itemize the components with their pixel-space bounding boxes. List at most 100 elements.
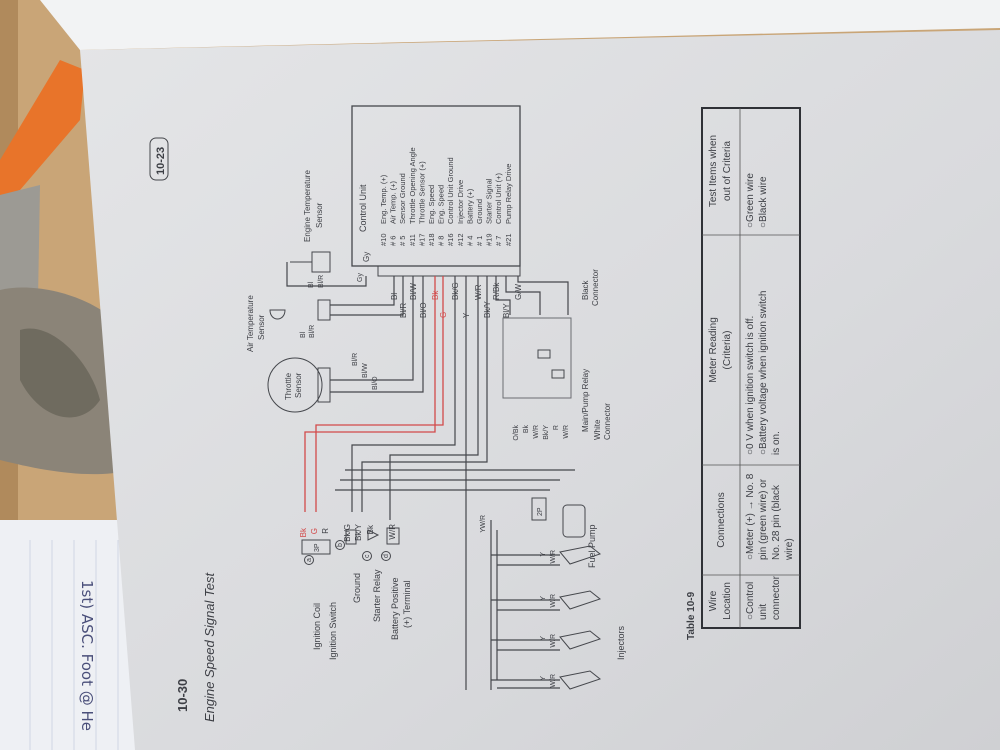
relay-wire-label: W/R <box>533 425 540 439</box>
throttle-sensor <box>267 357 323 413</box>
pin-name: Starter Signal <box>485 178 494 224</box>
injector-wire-label: W/R <box>550 634 557 648</box>
fuel-pump-2p-label: 2P <box>537 507 544 516</box>
callout-letter: d <box>383 554 390 558</box>
black-connector-label-1: Black <box>581 279 590 300</box>
label-starter-relay: Starter Relay <box>372 569 382 622</box>
pin-name: Pump Relay Drive <box>504 164 513 224</box>
pin-number: #18 <box>427 233 436 246</box>
injector-wire-label: W/R <box>550 550 557 564</box>
pin-number: #16 <box>446 233 455 246</box>
wire-bl-o <box>330 276 424 393</box>
left-wire-label: G <box>310 528 319 534</box>
pin-name: Eng. Speed <box>437 185 446 224</box>
table-cell: No. 28 pin (black <box>771 484 782 560</box>
table-cell: pin (green wire) or <box>758 478 769 560</box>
wire-w-r <box>389 276 479 520</box>
wire-label: Gy <box>362 252 371 262</box>
wiring <box>286 262 575 690</box>
sensor-wire-label: Bl/R <box>318 275 325 288</box>
control-unit-title: Control Unit <box>358 184 368 232</box>
label-battery-positive: Battery Positive <box>390 577 400 640</box>
air-temp-2p-connector <box>317 299 331 321</box>
injector-wire-label: Y <box>540 676 547 681</box>
fuel-pump <box>562 504 586 538</box>
wire-bk-g <box>351 276 456 512</box>
wire-bk-y <box>361 276 488 512</box>
white-connector-label-2: Connector <box>603 403 612 440</box>
injector-wire-label: W/R <box>550 594 557 608</box>
wire-bk-red <box>304 276 436 512</box>
pin-number: # 8 <box>437 236 446 246</box>
label-ground: Ground <box>352 573 362 603</box>
callout-marker <box>335 540 345 550</box>
table-header: out of Criteria <box>722 141 733 201</box>
table-header: Location <box>722 582 733 620</box>
pin-name: Ground <box>475 199 484 224</box>
pin-number: # 5 <box>398 236 407 246</box>
air-temp-sensor-label-2: Sensor <box>257 314 266 340</box>
left-wire-label: Bk <box>299 527 308 537</box>
left-wire-label: Bk <box>366 524 375 534</box>
manual-page <box>80 30 1000 750</box>
label-injectors: Injectors <box>616 625 626 660</box>
sensor-wire-label: Bl <box>300 331 307 338</box>
pin-number: #19 <box>485 233 494 246</box>
pin-name: Sensor Ground <box>398 173 407 224</box>
table-cell: ○Battery voltage when ignition switch <box>758 291 769 455</box>
wire-bl <box>330 276 395 306</box>
injector <box>559 670 602 690</box>
relay-wire-label: Bk/Y <box>543 425 550 440</box>
table-cell: unit <box>758 604 769 620</box>
sensor-wire-label: Bl <box>308 281 315 288</box>
table-header: Test Items when <box>708 135 719 207</box>
pin-number: #11 <box>408 234 417 246</box>
ground-terminal <box>345 529 357 545</box>
label-ignition-switch: Ignition Switch <box>328 602 338 660</box>
throttle-sensor-label-2: Sensor <box>294 372 303 398</box>
table-cell: ○Meter (+) → No. 8 <box>745 473 756 560</box>
white-connector-label-1: White <box>593 419 602 440</box>
relay-coil-2 <box>551 369 565 379</box>
black-connector-label-2: Connector <box>591 269 600 306</box>
air-temp-sensor-label-1: Air Temperature <box>246 295 255 352</box>
injector-wire-label: W/R <box>480 515 487 529</box>
fuel-pump-2p-connector <box>531 497 547 521</box>
wire-r-bk <box>495 276 511 315</box>
engine-temp-sensor <box>290 251 331 273</box>
reference-badge <box>149 137 169 181</box>
grey-tool <box>0 185 40 310</box>
wire-bl-w <box>330 276 414 381</box>
reference-badge-text: 10-23 <box>155 147 167 175</box>
callout-marker <box>304 555 314 565</box>
main-pump-relay <box>502 317 572 399</box>
wire-bl-y <box>505 276 541 315</box>
page-number: 10-30 <box>175 679 190 712</box>
connector-3p-label: 3P <box>314 543 321 552</box>
injector <box>559 545 602 565</box>
callout-marker <box>362 551 372 561</box>
pin-name: Throttle Sensor (+) <box>417 161 426 224</box>
label-fuel-pump: Fuel Pump <box>587 524 597 568</box>
wire-bundle <box>335 469 575 491</box>
pin-name: Eng. Temp. (+) <box>379 174 388 224</box>
injector <box>559 630 602 650</box>
wire-g-red <box>315 276 444 512</box>
injector-branches <box>491 554 560 689</box>
table-header: Meter Reading <box>708 317 719 383</box>
air-temp-sensor <box>269 309 286 320</box>
notepad-lines <box>29 540 119 750</box>
wire-bl-r <box>330 276 404 316</box>
pin-name: Injector Drive <box>456 180 465 224</box>
sensor-wire-label: Bl/R <box>352 353 359 366</box>
pin-number: #12 <box>456 233 465 246</box>
table-header: Wire <box>708 590 719 611</box>
wire-gy <box>286 262 367 287</box>
throttle-sensor-label-1: Throttle <box>284 372 293 400</box>
injector-wire-label: Y <box>540 596 547 601</box>
pin-name: Battery (+) <box>465 188 474 224</box>
table-cell: ○Control <box>745 582 756 620</box>
pin-number: #10 <box>379 233 388 246</box>
starter-relay-terminal <box>367 529 380 541</box>
